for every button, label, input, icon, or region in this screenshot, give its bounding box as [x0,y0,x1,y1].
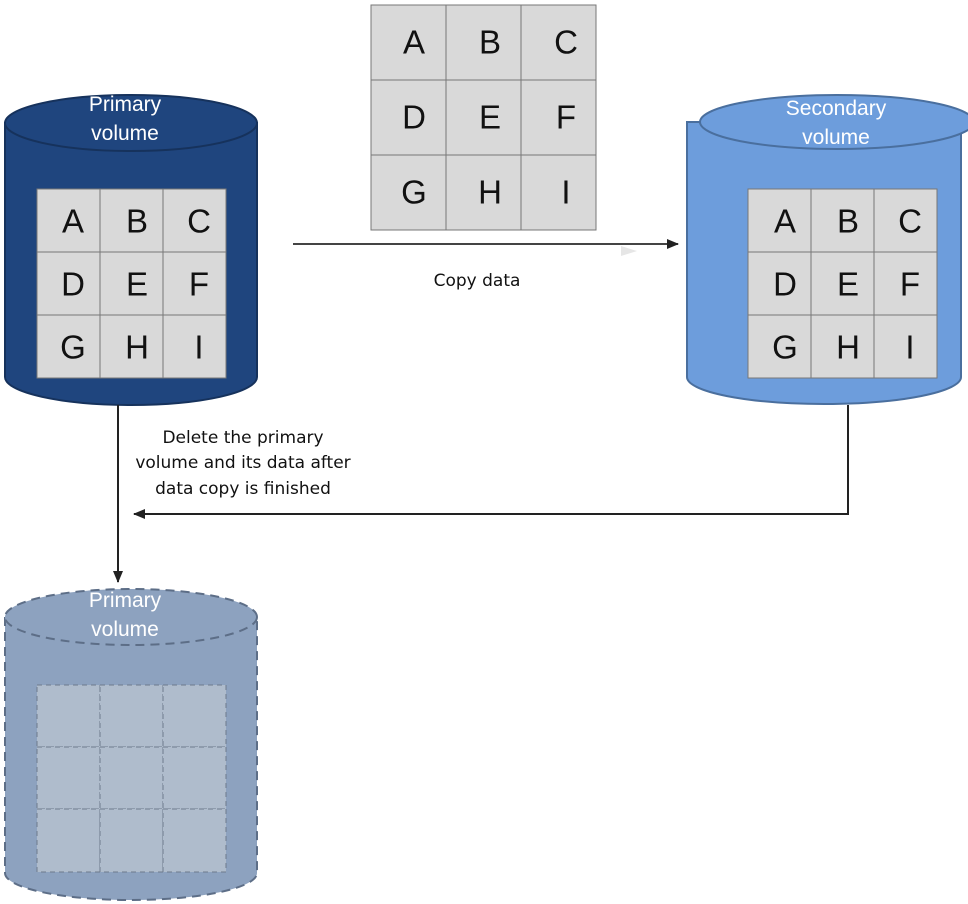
deleted-volume-label-line2: volume [91,618,159,641]
secondary-data-grid: A B C D E F G H I [747,188,938,379]
copied-cell: D [402,99,426,136]
secondary-volume: Secondary volume A B C D E F G H I [686,94,968,405]
deleted-data-grid [36,684,227,873]
copied-cell: H [478,174,502,211]
copied-cell: G [401,174,427,211]
copied-cell: A [403,24,425,61]
copied-data-grid: A B C D E F G H I [370,4,597,231]
secondary-cell: H [836,329,860,366]
primary-data-grid: A B C D E F G H I [36,188,227,379]
primary-cell: I [194,329,203,366]
delete-note: Delete the primary volume and its data a… [135,428,350,499]
copied-cell: E [479,99,501,136]
primary-cell: A [62,203,84,240]
primary-cell: H [125,329,149,366]
primary-cell: F [189,266,209,303]
secondary-cell: E [837,266,859,303]
primary-cell: E [126,266,148,303]
copied-cell: F [556,99,576,136]
primary-cell: D [61,266,85,303]
delete-note-line1: Delete the primary [162,428,323,448]
delete-note-line2: volume and its data after [135,453,350,473]
copy-arrow: Copy data [293,239,679,291]
deleted-volume-top [4,588,258,646]
secondary-volume-label-line2: volume [802,126,870,149]
secondary-cell: A [774,203,796,240]
copy-data-label: Copy data [434,271,521,291]
primary-volume-top [4,94,258,152]
secondary-volume-top [699,94,968,150]
secondary-volume-label-line1: Secondary [786,97,887,120]
secondary-cell: B [837,203,859,240]
primary-volume-label-line2: volume [91,122,159,145]
deleted-volume-label-line1: Primary [89,589,162,612]
secondary-cell: D [773,266,797,303]
primary-volume-label-line1: Primary [89,93,162,116]
delete-note-line3: data copy is finished [155,479,331,499]
secondary-cell: F [900,266,920,303]
primary-cell: B [126,203,148,240]
primary-cell: C [187,203,211,240]
copied-cell: B [479,24,501,61]
primary-cell: G [60,329,86,366]
deleted-primary-volume: Primary volume [4,588,258,901]
copied-cell: C [554,24,578,61]
secondary-cell: G [772,329,798,366]
return-arrow [133,405,849,519]
secondary-cell: I [905,329,914,366]
secondary-cell: C [898,203,922,240]
copied-cell: I [561,174,570,211]
primary-volume: Primary volume A B C D E F G H I [4,93,258,406]
